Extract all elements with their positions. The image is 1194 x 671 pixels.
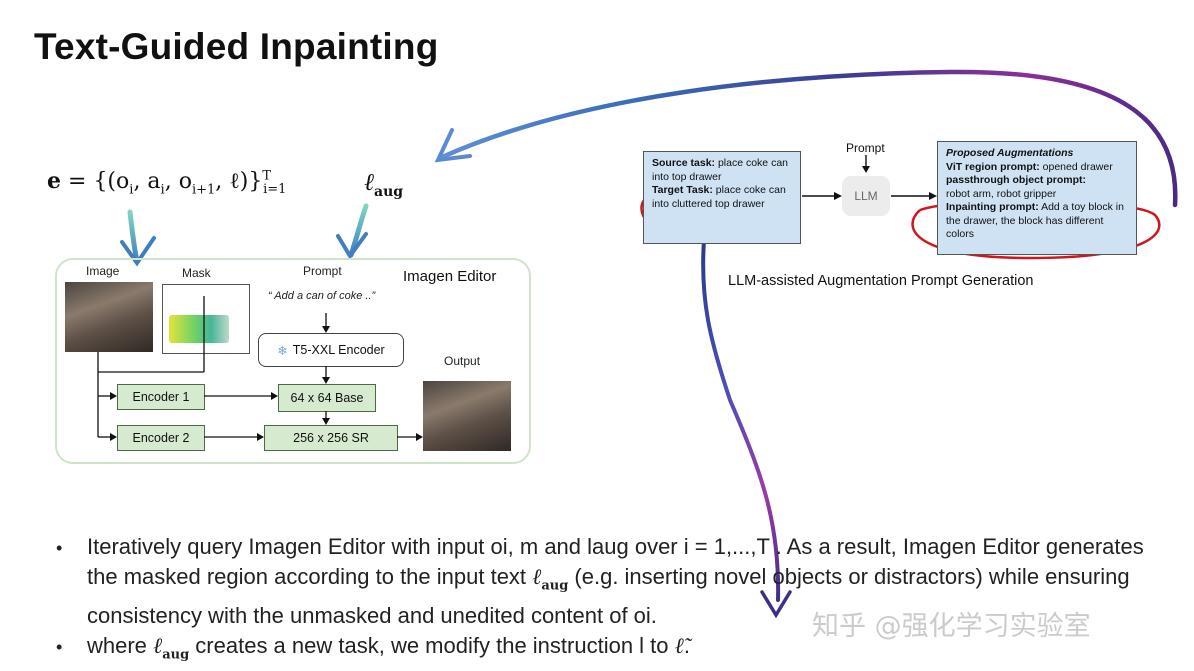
- bullet-1-laug-l: ℓ: [532, 565, 542, 590]
- prompt-text: “ Add a can of coke ..”: [268, 290, 376, 302]
- left-small-arrow: [127, 209, 140, 265]
- bullet-1-laug-sub: aug: [541, 578, 569, 594]
- llm-diagram-caption: LLM-assisted Augmentation Prompt Generat…: [728, 273, 1034, 289]
- llm-prompt-label: Prompt: [846, 141, 885, 155]
- encoder-1-box: Encoder 1: [117, 384, 205, 410]
- imagen-editor-title: Imagen Editor: [403, 268, 497, 285]
- eq-o2: , o: [164, 169, 192, 194]
- laug-l: ℓ: [364, 168, 374, 196]
- bullet-2-end: .: [683, 633, 690, 659]
- eq-sub-i2: i: [160, 182, 165, 198]
- llm-box: LLM: [842, 176, 890, 216]
- vit-text: opened drawer: [1039, 160, 1113, 173]
- bullet-dot: [56, 631, 87, 670]
- bullet-list: Iteratively query Imagen Editor with inp…: [56, 532, 1176, 671]
- bullet-2-laug: ℓaug: [153, 634, 189, 662]
- bullet-item-2: where ℓaug creates a new task, we modify…: [56, 631, 1176, 670]
- image-label: Image: [86, 264, 120, 278]
- proposed-augmentations-box: Proposed Augmentations ViT region prompt…: [937, 141, 1137, 255]
- bullet-1-laug: ℓaug: [532, 565, 569, 594]
- t5-encoder-box: ❄ T5-XXL Encoder: [258, 333, 404, 367]
- bullet-1-text-a: Iteratively query Imagen Editor with inp…: [87, 534, 1144, 589]
- bullet-2-laug-l: ℓ: [153, 634, 163, 660]
- t5-encoder-label: T5-XXL Encoder: [292, 343, 385, 357]
- big-arc-arrowhead: [434, 128, 472, 163]
- passthrough-label: passthrough object prompt:: [946, 174, 1086, 186]
- eq-sub-i1: i: [129, 182, 134, 198]
- sr-256-box: 256 x 256 SR: [264, 425, 398, 451]
- big-arc-stroke: [437, 69, 1178, 208]
- prompt-label: Prompt: [303, 264, 342, 278]
- eq-sup: T: [262, 168, 272, 184]
- source-task-text: place coke can into top drawer: [652, 157, 788, 183]
- output-image: [423, 381, 511, 451]
- right-small-arrowhead: [336, 232, 368, 260]
- watermark: 知乎 @强化学习实验室: [812, 611, 1091, 642]
- left-small-arrowhead: [120, 236, 156, 267]
- mask-image: [162, 284, 250, 354]
- vertical-stroke: [701, 238, 781, 602]
- target-task-label: Target Task:: [652, 184, 713, 196]
- snowflake-icon: ❄: [277, 343, 288, 358]
- bullet-2-text-a: where: [87, 633, 154, 659]
- output-label: Output: [444, 354, 481, 368]
- source-task-label: Source task:: [652, 157, 716, 169]
- inpainting-text: Add a toy block in the drawer, the block…: [946, 201, 1124, 240]
- base-64-box: 64 x 64 Base: [278, 384, 376, 412]
- bullet-text-1: Iteratively query Imagen Editor with inp…: [87, 532, 1176, 631]
- eq-sub-range: i=1: [263, 182, 287, 198]
- eq-a: , a: [133, 169, 161, 194]
- mask-region: [169, 315, 229, 343]
- bullet-item-1: Iteratively query Imagen Editor with inp…: [56, 532, 1176, 631]
- source-task-box: Source task: place coke can into top dra…: [643, 151, 801, 244]
- eq-open: {(o: [93, 169, 130, 194]
- eq-sub-i3: i+1: [191, 182, 216, 198]
- eq-rest: , ℓ)}: [215, 169, 263, 194]
- laug-sub: aug: [374, 183, 404, 200]
- vit-label: ViT region prompt:: [946, 160, 1040, 173]
- bullet-text-2: where ℓaug creates a new task, we modify…: [87, 631, 690, 670]
- laug-symbol: ℓaug: [364, 168, 403, 200]
- input-image: [65, 282, 153, 352]
- mask-label: Mask: [182, 266, 211, 280]
- vertical-arrowhead: [760, 590, 792, 619]
- proposed-title: Proposed Augmentations: [946, 147, 1074, 159]
- eq-lhs: e: [47, 168, 61, 194]
- page-title: Text-Guided Inpainting: [34, 26, 439, 67]
- bullet-2-text-b: creates a new task, we modify the instru…: [189, 633, 675, 659]
- bullet-dot: [56, 532, 87, 631]
- trajectory-equation: e = {(oi, ai, oi+1, ℓ)}Ti=1: [47, 168, 287, 198]
- bullet-1-text-b: (e.g. inserting novel objects or distrac…: [87, 564, 1130, 629]
- bullet-2-ltilde: ℓ̃: [674, 634, 684, 660]
- target-task-text: place coke can into cluttered top drawer: [652, 184, 786, 210]
- passthrough-text: robot arm, robot gripper: [946, 187, 1057, 200]
- encoder-2-box: Encoder 2: [117, 425, 205, 451]
- inpainting-label: Inpainting prompt:: [946, 201, 1039, 213]
- bullet-2-laug-sub: aug: [162, 647, 190, 663]
- imagen-editor-frame: [55, 258, 531, 464]
